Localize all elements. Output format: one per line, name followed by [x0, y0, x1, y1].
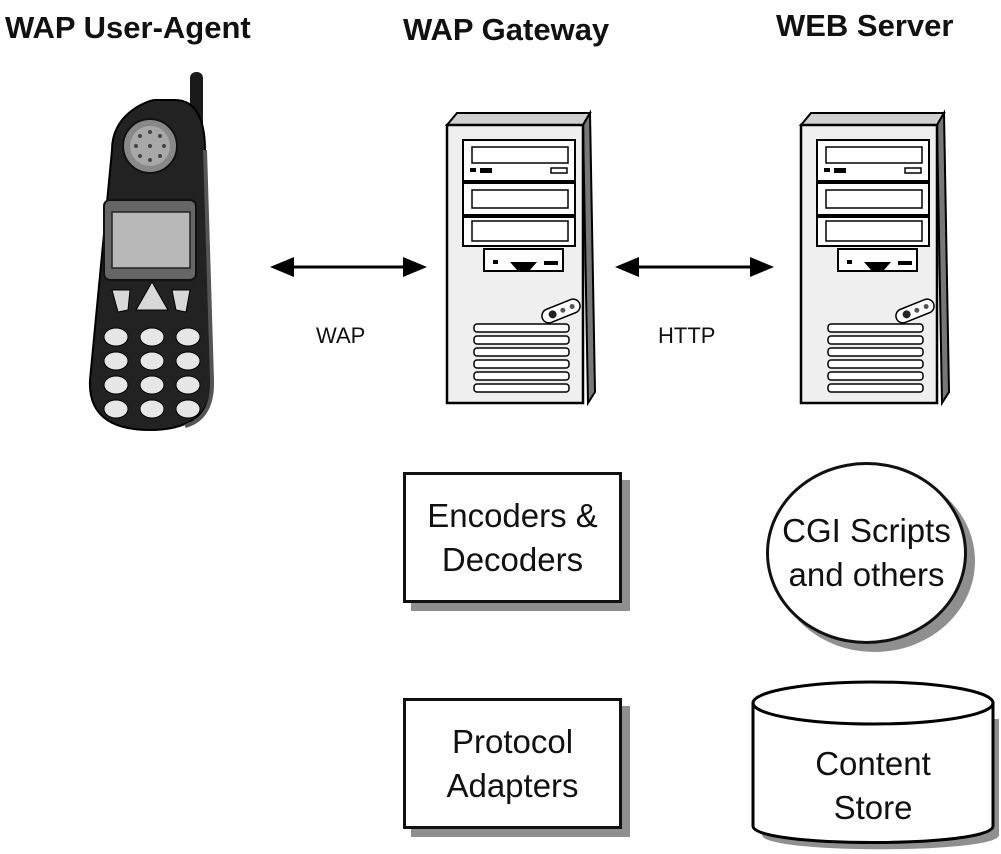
gateway-heading: WAP Gateway: [403, 12, 610, 47]
adapters-line-1: Protocol: [451, 722, 574, 760]
scripts-line-2: and others: [788, 556, 945, 593]
scripts-line-1: CGI Scripts: [782, 512, 951, 549]
encoders-decoders-box: Encoders & Decoders: [403, 472, 622, 603]
wap-link-label: WAP: [316, 323, 366, 348]
protocol-adapters-box: Protocol Adapters: [403, 698, 622, 829]
user-agent-heading: WAP User-Agent: [5, 10, 251, 45]
adapters-line-2: Adapters: [446, 766, 579, 804]
store-line-2: Store: [833, 789, 913, 826]
encoders-line-1: Encoders &: [427, 496, 598, 534]
store-line-1: Content: [815, 745, 931, 782]
encoders-line-2: Decoders: [441, 540, 584, 578]
content-store-label: Content Store: [753, 742, 993, 830]
http-link-label: HTTP: [658, 323, 716, 348]
server-heading: WEB Server: [776, 8, 954, 43]
cgi-scripts-circle: CGI Scripts and others: [766, 462, 967, 644]
